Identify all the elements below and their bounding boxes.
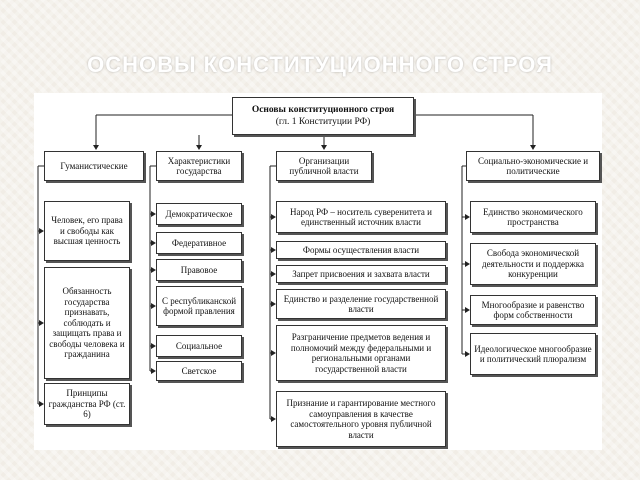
state-item-5: Социальное	[156, 335, 242, 357]
state-item-1: Демократическое	[156, 203, 242, 225]
state-item-4: С республиканской формой правления	[156, 286, 242, 326]
arrowhead	[321, 145, 327, 150]
arrowhead	[271, 271, 276, 277]
state-item-3: Правовое	[156, 259, 242, 281]
authority-item-4: Единство и разделение государственной вл…	[276, 289, 446, 319]
arrowhead	[271, 247, 276, 253]
arrowhead	[151, 303, 156, 309]
authority-item-6: Признание и гарантирование местного само…	[276, 391, 446, 447]
arrowhead	[151, 240, 156, 246]
arrowhead	[93, 145, 99, 150]
arrowhead	[530, 145, 536, 150]
arrowhead	[39, 320, 44, 326]
humanistic-item-3: Принципы гражданства РФ (ст. 6)	[44, 383, 130, 425]
arrowhead	[151, 368, 156, 374]
arrowhead	[39, 401, 44, 407]
state-item-6: Светское	[156, 361, 242, 381]
arrowhead	[465, 307, 470, 313]
arrowhead	[465, 214, 470, 220]
humanistic-item-2: Обязанность государства признавать, собл…	[44, 267, 130, 379]
authority-item-1: Народ РФ – носитель суверенитета и единс…	[276, 201, 446, 233]
arrowhead	[196, 145, 202, 150]
socio-item-1: Единство экономического пространства	[470, 201, 596, 233]
category-humanistic: Гуманистические	[44, 151, 144, 181]
authority-item-3: Запрет присвоения и захвата власти	[276, 265, 446, 283]
arrowhead	[151, 343, 156, 349]
arrowhead	[271, 416, 276, 422]
category-public-authority: Организации публичной власти	[276, 151, 372, 181]
category-socio-economic: Социально-экономические и политические	[466, 151, 600, 181]
arrowhead	[271, 301, 276, 307]
arrowhead	[271, 214, 276, 220]
arrowhead	[271, 350, 276, 356]
socio-item-2: Свобода экономической деятельности и под…	[470, 243, 596, 285]
root-subtitle: (гл. 1 Конституции РФ)	[275, 117, 371, 127]
connector-lines	[37, 114, 536, 422]
slide-title: ОСНОВЫ КОНСТИТУЦИОННОГО СТРОЯ	[87, 52, 553, 77]
arrowhead	[39, 228, 44, 234]
authority-item-5: Разграничение предметов ведения и полном…	[276, 325, 446, 381]
arrowhead	[465, 351, 470, 357]
authority-item-2: Формы осуществления власти	[276, 241, 446, 259]
arrowhead	[151, 211, 156, 217]
category-state-characteristics: Характеристики государства	[156, 151, 242, 181]
arrowhead	[151, 267, 156, 273]
root-box: Основы конституционного строя (гл. 1 Кон…	[232, 97, 414, 135]
root-title: Основы конституционного строя	[251, 105, 395, 115]
arrowhead	[465, 261, 470, 267]
socio-item-3: Многообразие и равенство форм собственно…	[470, 295, 596, 325]
humanistic-item-1: Человек, его права и свободы как высшая …	[44, 201, 130, 261]
diagram-panel: Основы конституционного строя (гл. 1 Кон…	[34, 93, 602, 450]
socio-item-4: Идеологическое многообразие и политическ…	[470, 333, 596, 375]
state-item-2: Федеративное	[156, 232, 242, 254]
